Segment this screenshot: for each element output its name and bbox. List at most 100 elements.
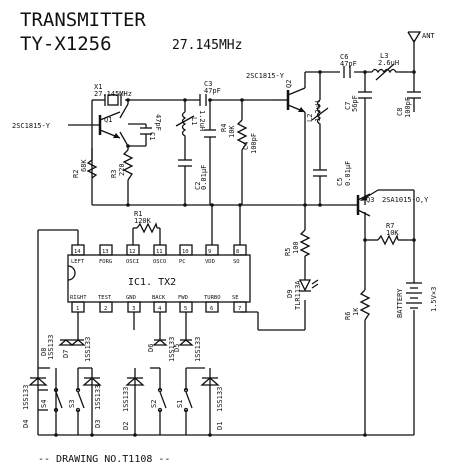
ic-pin-box <box>179 301 193 313</box>
switch-s2-ref: S2 <box>150 400 158 408</box>
ic-pin-box <box>71 301 85 313</box>
ic-pin-number: 3 <box>132 306 135 312</box>
resistor-r4-value: 10K <box>228 125 236 138</box>
ic-pin-number: 10 <box>182 249 189 255</box>
ic-pin-number: 9 <box>208 249 211 255</box>
capacitor-c3-symbol <box>199 94 207 106</box>
diode-d2-symbol <box>125 377 145 386</box>
capacitor-c2-ref: C2 <box>194 182 202 190</box>
transistor-q1-part: 2SC1815-Y <box>12 122 51 130</box>
battery-label: BATTERY <box>396 288 404 318</box>
switch-s3-ref: S3 <box>68 400 76 408</box>
resistor-r3-symbol <box>122 149 134 181</box>
resistor-r2-ref: R2 <box>72 170 80 178</box>
switch-s4-ref: S4 <box>40 400 48 408</box>
capacitor-c1-value: 47pF <box>154 114 162 131</box>
ic-pin-name: OSCO <box>153 259 166 265</box>
capacitor-c4-ref: C4 <box>242 142 250 150</box>
resistor-r3-ref: R3 <box>110 170 118 178</box>
resistor-r6-value: 1K <box>352 307 360 316</box>
led-d9-symbol <box>298 279 319 292</box>
diode-d1-symbol <box>200 377 220 386</box>
ic-pin-name: PC <box>179 259 186 265</box>
diode-d3-symbol <box>82 377 102 386</box>
resistor-r7-ref: R7 <box>386 222 394 230</box>
ic-pin-name: TURBO <box>204 295 221 301</box>
capacitor-c7-ref: C7 <box>344 102 352 110</box>
ic-pin-box <box>153 301 167 313</box>
ic-pin-box <box>126 244 140 256</box>
diode-d8-symbol <box>58 339 74 346</box>
ic-pin-name: BACK <box>152 295 166 301</box>
ic-pin-box <box>127 301 141 313</box>
transistor-q3-part: 2SA1015-O,Y <box>382 196 429 204</box>
ic-pin-name: GND <box>126 295 136 301</box>
ic-pin-number: 14 <box>74 249 81 255</box>
crystal-x1-symbol <box>104 94 122 106</box>
antenna-symbol <box>407 31 422 72</box>
inductor-l3-ref: L3 <box>380 52 388 60</box>
schematic-title: TRANSMITTER <box>20 9 146 31</box>
ic-pin-number: 5 <box>184 306 187 312</box>
inductor-l1-value: 1.2uH <box>198 110 206 131</box>
ic-pin-number: 4 <box>158 306 162 312</box>
led-d9-ref: D9 <box>286 290 294 298</box>
ic-pin-number: 7 <box>238 306 241 312</box>
inductor-l1-symbol <box>175 111 195 140</box>
diode-d7-ref: D7 <box>62 350 70 358</box>
resistor-r5-ref: R5 <box>284 248 292 256</box>
resistor-r2-symbol <box>86 159 98 179</box>
transistor-q2-symbol <box>286 87 306 113</box>
capacitor-c8-value: 100pF <box>404 97 412 118</box>
capacitor-c3-ref: C3 <box>204 80 212 88</box>
ic-pin-box <box>233 244 247 256</box>
capacitor-c6-ref: C6 <box>340 53 348 61</box>
capacitor-c1-ref: C1 <box>148 132 156 140</box>
ic-pin-box <box>71 244 85 256</box>
resistor-r1-ref: R1 <box>134 210 142 218</box>
ic-pin-name: TEST <box>98 295 112 301</box>
diode-d4-part: 1SS133 <box>22 385 30 410</box>
ic-pin-box <box>233 301 247 313</box>
diode-d5-symbol <box>178 339 194 346</box>
capacitor-c3-value: 47pF <box>204 87 221 95</box>
resistor-r5-value: 100 <box>292 241 300 254</box>
drawing-number: -- DRAWING NO.T1108 -- <box>38 454 170 465</box>
capacitor-c8-symbol <box>407 91 421 99</box>
diode-d6-part: 1SS133 <box>168 337 176 362</box>
switch-s2-symbol <box>157 387 167 413</box>
diode-d2-ref: D2 <box>122 422 130 430</box>
switch-s1-symbol <box>183 387 193 413</box>
ic-pin-box <box>99 301 113 313</box>
ic-pin-name: FORG <box>99 259 112 265</box>
ic-pin-box <box>179 244 193 256</box>
capacitor-c4-symbol <box>204 129 216 138</box>
diode-d4-ref: D4 <box>22 420 30 428</box>
ic-pin-number: 6 <box>210 306 213 312</box>
capacitor-c7-symbol <box>358 91 372 99</box>
capacitor-c5-symbol <box>313 169 327 177</box>
inductor-l3-symbol <box>371 63 400 81</box>
ic-pin-number: 11 <box>156 249 163 255</box>
diode-d3-ref: D3 <box>94 420 102 428</box>
crystal-x1-ref: X1 <box>94 83 102 91</box>
diode-d7-symbol <box>70 339 86 346</box>
model-number: TY-X1256 <box>20 33 112 55</box>
capacitor-c5-value: 0.01μF <box>344 161 352 186</box>
battery-symbol <box>406 282 422 309</box>
resistor-r6-ref: R6 <box>344 312 352 320</box>
inductor-l2-value: 1.2uH <box>314 101 322 122</box>
ic-pin-name: RIGHT <box>70 295 87 301</box>
capacitor-c6-symbol <box>343 66 351 78</box>
capacitor-c2-symbol <box>178 159 192 167</box>
capacitor-c5-ref: C5 <box>336 178 344 186</box>
diode-d8-part: 1SS133 <box>47 335 55 360</box>
crystal-x1-value: 27.145MHz <box>94 90 132 98</box>
junction-dots <box>54 70 416 437</box>
diode-d2-part: 1SS133 <box>122 387 130 412</box>
transistor-q2-ref: Q2 <box>285 80 293 88</box>
capacitor-c4-value: 100pF <box>250 133 258 154</box>
